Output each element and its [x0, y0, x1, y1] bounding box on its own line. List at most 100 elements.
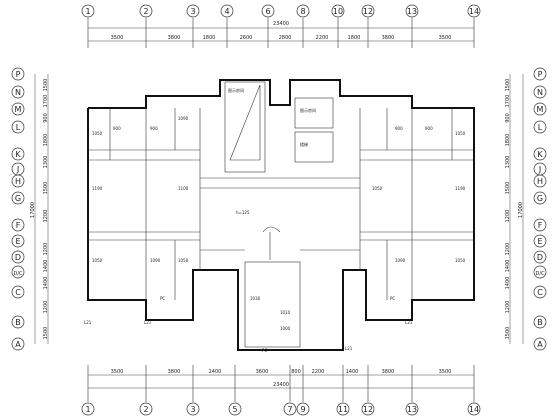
svg-text:1050: 1050: [92, 131, 103, 136]
svg-text:1400: 1400: [505, 277, 511, 290]
svg-text:900: 900: [113, 126, 121, 131]
svg-text:M: M: [15, 105, 22, 114]
svg-text:B: B: [15, 318, 21, 327]
dim-top-2: 3800: [168, 35, 181, 41]
axis-bubble-top-10: [331, 4, 345, 18]
left-dimension-column: 17000 1500 1700 900 1800 1300 1500 1200 …: [30, 74, 49, 344]
svg-text:14: 14: [469, 7, 479, 16]
svg-text:1800: 1800: [43, 134, 49, 147]
svg-text:3800: 3800: [168, 369, 181, 375]
bottom-dimension-row: 3500 3800 2400 3600 800 2200 1400 3800 3…: [88, 369, 474, 389]
dim-top-9: 3500: [439, 35, 452, 41]
svg-text:3500: 3500: [111, 369, 124, 375]
svg-text:L21: L21: [405, 320, 413, 325]
dim-top-4: 2600: [240, 35, 253, 41]
bottom-axis-bubbles: 1 2 3 5 7 9 11 12 13 14: [81, 365, 481, 416]
dim-top-1: 3500: [111, 35, 124, 41]
top-dimension-row: 23400 3500 3800 1800 2600 2800 2200 1800…: [88, 21, 474, 42]
svg-text:1030: 1030: [250, 296, 261, 301]
dim-top-6: 2200: [316, 35, 329, 41]
svg-text:L: L: [538, 123, 543, 132]
svg-text:1050: 1050: [455, 258, 466, 263]
svg-text:P: P: [538, 70, 543, 79]
svg-text:1050: 1050: [372, 186, 383, 191]
svg-text:N: N: [15, 88, 21, 97]
svg-text:3800: 3800: [382, 369, 395, 375]
svg-text:1: 1: [85, 7, 90, 16]
svg-text:4: 4: [224, 7, 229, 16]
svg-text:1: 1: [85, 405, 90, 414]
svg-text:1500: 1500: [505, 79, 511, 92]
svg-text:1500: 1500: [505, 327, 511, 340]
svg-text:9: 9: [300, 405, 305, 414]
svg-text:900: 900: [150, 126, 158, 131]
building-walls: [87, 79, 475, 351]
svg-text:10: 10: [333, 7, 343, 16]
svg-text:E: E: [537, 237, 542, 246]
svg-text:3: 3: [190, 7, 195, 16]
dim-top-5: 2800: [279, 35, 292, 41]
svg-text:1200: 1200: [505, 243, 511, 256]
dim-left-total: 17000: [30, 202, 36, 218]
svg-text:1400: 1400: [505, 260, 511, 273]
svg-text:13: 13: [407, 7, 417, 16]
svg-text:1200: 1200: [43, 301, 49, 314]
svg-text:14: 14: [469, 405, 479, 414]
svg-text:1190: 1190: [455, 186, 466, 191]
svg-text:1300: 1300: [43, 156, 49, 169]
svg-text:1500: 1500: [505, 182, 511, 195]
svg-text:F: F: [16, 221, 21, 230]
svg-text:1090: 1090: [395, 258, 406, 263]
axis-bubble-top-14: [467, 4, 481, 18]
svg-text:L: L: [16, 123, 21, 132]
svg-text:H: H: [537, 177, 543, 186]
svg-text:1050: 1050: [178, 258, 189, 263]
svg-text:A: A: [537, 340, 543, 349]
dim-top-8: 3800: [382, 35, 395, 41]
svg-text:1500: 1500: [43, 327, 49, 340]
svg-text:1050: 1050: [92, 258, 103, 263]
svg-text:2: 2: [143, 405, 148, 414]
axis-bubble-top-13: [405, 4, 419, 18]
svg-text:M: M: [537, 105, 544, 114]
svg-text:K: K: [537, 150, 543, 159]
svg-text:1700: 1700: [43, 95, 49, 108]
svg-text:D/C: D/C: [535, 271, 545, 277]
svg-text:3600: 3600: [256, 369, 269, 375]
top-axis-bubbles: 1 2 3 4 6 8 10 12 13 14: [81, 4, 481, 48]
left-axis-bubbles: P N M L K J H G F E D D/C C B A: [11, 67, 25, 351]
svg-text:12: 12: [363, 7, 373, 16]
svg-text:L21: L21: [84, 320, 92, 325]
svg-text:E: E: [15, 237, 20, 246]
svg-text:1700: 1700: [505, 95, 511, 108]
axis-bubble-top-3: [186, 4, 200, 18]
svg-text:13: 13: [407, 405, 417, 414]
svg-text:1800: 1800: [505, 134, 511, 147]
svg-text:900: 900: [425, 126, 433, 131]
axis-bubble-top-2: [139, 4, 153, 18]
svg-text:G: G: [15, 194, 21, 203]
axis-bubble-top-12: [361, 4, 375, 18]
axis-bubble-top-1: [81, 4, 95, 18]
room-label-left: 图示房间: [228, 87, 244, 93]
svg-text:B: B: [537, 318, 543, 327]
svg-text:PC: PC: [262, 348, 267, 353]
svg-text:1400: 1400: [43, 260, 49, 273]
room-labels: 图示房间 图示房间 楼梯 h=125 1050 900 900 1090 119…: [84, 87, 466, 353]
svg-text:A: A: [15, 340, 21, 349]
svg-text:1400: 1400: [346, 369, 359, 375]
svg-text:6: 6: [265, 7, 270, 16]
svg-text:1010: 1010: [280, 310, 291, 315]
svg-text:800: 800: [291, 369, 301, 375]
dim-top-7: 1800: [348, 35, 361, 41]
svg-text:1050: 1050: [455, 131, 466, 136]
svg-text:1200: 1200: [43, 210, 49, 223]
dim-top-total: 23400: [273, 21, 289, 27]
svg-text:3500: 3500: [439, 369, 452, 375]
svg-text:F: F: [538, 221, 543, 230]
svg-text:7: 7: [287, 405, 292, 414]
svg-text:P: P: [16, 70, 21, 79]
svg-text:1090: 1090: [178, 116, 189, 121]
axis-bubble-top-6: [261, 4, 275, 18]
